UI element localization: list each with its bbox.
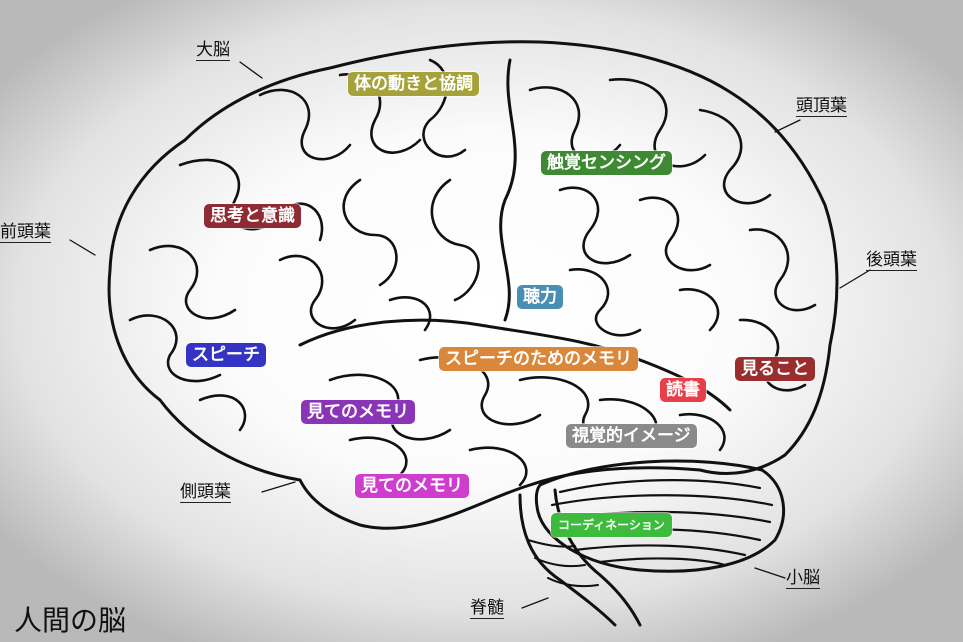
- tag-visual-memory-2: 見てのメモリ: [355, 474, 469, 498]
- tag-reading: 読書: [660, 378, 706, 402]
- label-occipital-lobe: 後頭葉: [866, 250, 917, 271]
- label-parietal-lobe: 頭頂葉: [796, 96, 847, 117]
- tag-hearing: 聴力: [517, 285, 563, 309]
- tag-coordination: コーディネーション: [551, 513, 672, 537]
- tag-movement-coordination: 体の動きと協調: [348, 72, 479, 96]
- central-sulcus: [499, 58, 517, 322]
- label-frontal-lobe: 前頭葉: [0, 222, 51, 243]
- label-temporal-lobe: 側頭葉: [180, 482, 231, 503]
- gyri: [128, 58, 817, 487]
- diagram-title: 人間の脳: [14, 604, 127, 637]
- brainstem-ridges: [527, 539, 599, 588]
- tag-thinking-consciousness: 思考と意識: [204, 204, 301, 228]
- tag-touch-sensing: 触覚センシング: [541, 151, 672, 175]
- cerebellum-outline: [534, 459, 786, 573]
- label-cerebrum: 大脳: [196, 40, 230, 61]
- tag-visual-image: 視覚的イメージ: [566, 424, 697, 448]
- tag-seeing: 見ること: [735, 357, 815, 381]
- tag-speech-memory: スピーチのためのメモリ: [439, 347, 638, 371]
- leader-lines: [69, 61, 871, 609]
- label-cerebellum: 小脳: [786, 568, 820, 589]
- tag-speech: スピーチ: [186, 343, 266, 367]
- tag-visual-memory-1: 見てのメモリ: [301, 400, 415, 424]
- label-spinal-cord: 脊髄: [470, 598, 504, 619]
